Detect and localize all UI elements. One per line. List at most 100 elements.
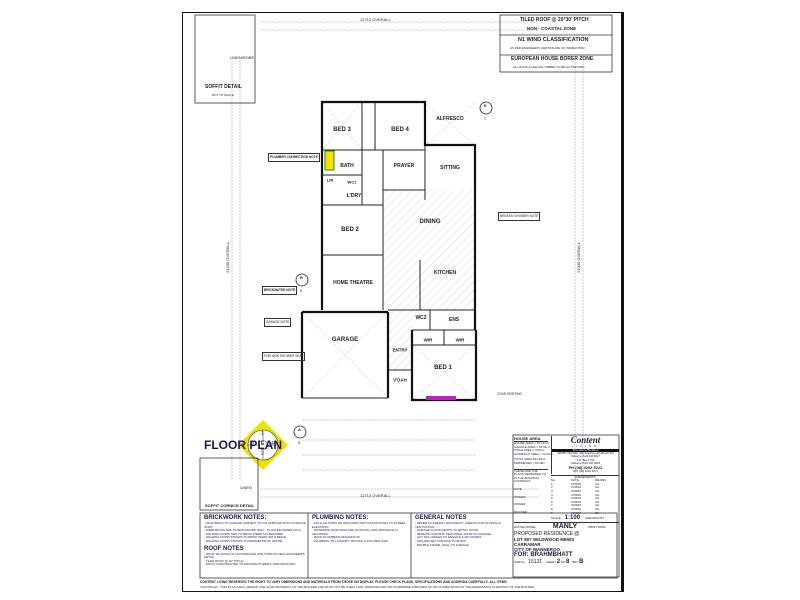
section-marker-e: E bbox=[484, 103, 487, 108]
plumbing-note-line: - ROOF PLUMBER'S DISCRETION bbox=[312, 535, 360, 540]
amendment-cell: 270810 bbox=[571, 492, 582, 497]
room-verandah: V'DAH bbox=[393, 377, 407, 383]
garage-note: GARAGE NOTE bbox=[264, 318, 292, 327]
amendment-cell: 5 bbox=[551, 496, 553, 501]
room-home-theatre: HOME THEATRE bbox=[333, 280, 373, 286]
linen-robe-label: LINEN/ROBE bbox=[230, 55, 255, 60]
sheet-number: 2 bbox=[556, 559, 561, 566]
room-entry: ENTRY bbox=[392, 347, 408, 353]
shower-seal-note: FOR NEW SHOWER SEAL bbox=[262, 352, 306, 361]
fax: FAX (08) 9202 5272 bbox=[572, 469, 599, 474]
house-area-line: V'DAH AREA = 3.05m² bbox=[514, 448, 545, 453]
amendment-cell: 270810 bbox=[571, 489, 582, 494]
general-note-line: - DOUBLE FRAME, WALL TO GARAGE bbox=[415, 542, 469, 547]
address-line: Osborne Park WA 6017 bbox=[570, 454, 601, 459]
plumber-connection-note: PLUMBER CONNECTION NOTE bbox=[268, 153, 320, 162]
roof-note-line: - ROOF CONSTRUCTED TO MANUFACTURER'S SPE… bbox=[204, 562, 296, 567]
amendment-cell: 270810 bbox=[571, 499, 582, 504]
general-note-line: - SQUARE SET CORNICE TO ENTRY bbox=[415, 538, 467, 543]
amendment-cell: CH bbox=[595, 489, 600, 494]
suburb: CARRAMAR bbox=[514, 542, 541, 548]
amendment-cell: 270810 bbox=[571, 510, 582, 515]
footer-disclaimer: CONTENT LIVING RESERVES THE RIGHT TO VAR… bbox=[200, 580, 507, 584]
room-dining: DINING bbox=[419, 219, 441, 225]
section-marker-b: B bbox=[300, 275, 303, 280]
section-marker-7: 7 bbox=[484, 116, 487, 121]
perimeter: PERIMETER = 55.38m bbox=[514, 460, 545, 465]
amendment-cell: 4 bbox=[551, 492, 553, 497]
brickwork-roof-column: BRICKWORK NOTES: - FACE BRICK TO GARAGE … bbox=[204, 515, 306, 567]
soffit-detail-title: SOFFIT DETAIL bbox=[205, 84, 242, 90]
room-laundry: L'DRY bbox=[346, 193, 362, 199]
section-marker-6: 6 bbox=[300, 288, 303, 293]
general-note-line: - GARAGE FLOOR DROPS TO ENTRY DOOR bbox=[415, 528, 478, 533]
plumbing-note-line: - DOWNPIPE POSITIONS ARE NOTIONAL AND IN… bbox=[312, 528, 399, 536]
amendment-cell: 270810 bbox=[571, 507, 582, 512]
amendment-cell: 3 bbox=[551, 489, 553, 494]
room-ensuite: ENS bbox=[448, 317, 460, 323]
job-sheet-row: JOB No. 15131 SHEET 2 OF 8 REV B bbox=[514, 559, 619, 566]
bottom-overall-dimension: 12710 OVERALL bbox=[360, 493, 391, 498]
room-wc2: WC2 bbox=[415, 315, 427, 321]
sheet-of: OF bbox=[560, 560, 566, 565]
amendment-cell: 270810 bbox=[571, 503, 582, 508]
brickwork-note-line: - HOLDING DOWN TIES TO BRICK PIERS AS RE… bbox=[204, 531, 284, 536]
contract-text: THESE ARE THE PLANS REFERRED TO IN THE B… bbox=[514, 468, 548, 484]
floor-plan-title: FLOOR PLAN bbox=[204, 438, 282, 452]
amendments-header: No. DATE DRAWN bbox=[551, 479, 619, 483]
general-note-line: - LIFT OFF HINGES TO ENSUITE & WC DOORS bbox=[415, 535, 482, 540]
brand-tagline: The Home Builders bbox=[552, 448, 619, 453]
amendment-cell: CH bbox=[595, 496, 600, 501]
broken-shower-note: BROKEN SHOWER NOTE bbox=[498, 212, 541, 221]
amendment-row: 5 270810 CH bbox=[551, 497, 619, 501]
builder-logo: Content LIVING The Home Builders ADMIN O… bbox=[551, 436, 619, 474]
rev-label: REV bbox=[572, 560, 579, 565]
title-block-left: HOUSE AREA HOUSE AREA = 151.91m² GARAGE … bbox=[514, 436, 553, 522]
house-area-line: GARAGE AREA = 36.51m² bbox=[514, 444, 550, 449]
room-bath: BATH bbox=[340, 163, 354, 169]
amendment-cell: CH bbox=[595, 485, 600, 490]
title-block-top: HOUSE AREA HOUSE AREA = 151.91m² GARAGE … bbox=[514, 436, 619, 522]
title-block: HOUSE AREA HOUSE AREA = 151.91m² GARAGE … bbox=[514, 436, 619, 566]
scale-row: SCALE 1:100 CHECKED BY bbox=[551, 515, 619, 522]
room-bed1: BED 1 bbox=[434, 365, 452, 371]
brickwater-note: BRICKWATER NOTE bbox=[262, 286, 298, 295]
brickwork-notes: BRICKWORK NOTES: - FACE BRICK TO GARAGE … bbox=[204, 515, 306, 544]
city: CITY OF WANNEROO bbox=[514, 547, 560, 553]
amendment-cell: 1 bbox=[551, 481, 553, 486]
amendment-cell: CH bbox=[595, 492, 600, 497]
plumbing-note-line: - 100 FLUE PIPES OR DIFFUSER VENTILATION… bbox=[312, 521, 406, 529]
bath-fixture bbox=[324, 150, 335, 171]
amendment-cell: CH bbox=[595, 507, 600, 512]
job-number: 15131 bbox=[528, 559, 543, 566]
room-sitting: SITTING bbox=[440, 165, 460, 171]
compass-4: 4 bbox=[271, 441, 274, 447]
brickwork-note-line: - HOLDING DOWN STRAPS TO BRICK PIERS WIT… bbox=[204, 535, 286, 540]
roof-pitch-note: TILED ROOF @ 20°30' PITCH bbox=[520, 17, 589, 23]
address-line: ADMIN OFFICE: 368 Scarborough Beach Rd bbox=[557, 451, 614, 456]
compass-3: 3 bbox=[251, 441, 254, 447]
wind-classification: N1 WIND CLASSIFICATION bbox=[518, 37, 589, 43]
lot-address: LOT 807 WILDWOOD MEWS bbox=[514, 537, 575, 543]
roof-note-line: - ROOF TIE DOWN IN ACCORDANCE WITH STRUC… bbox=[204, 551, 305, 560]
amendment-cell: 2 bbox=[551, 485, 553, 490]
left-overall-dimension: 21030 OVERALL bbox=[224, 242, 230, 273]
amendments-title: AMENDMENTS bbox=[574, 474, 596, 479]
amendment-cell: 270810 bbox=[571, 481, 582, 486]
sheet-total: 8 bbox=[565, 559, 570, 566]
address-line: Osborne Park WA 6916 bbox=[570, 461, 601, 466]
amendment-cell: CH bbox=[595, 503, 600, 508]
brickwork-note-line: - DIMENSIONS ARE TO BRICKWORK ONLY - PLA… bbox=[204, 528, 302, 533]
window-highlight bbox=[426, 396, 456, 400]
proposed-residence: PROPOSED RESIDENCE @ bbox=[514, 531, 580, 538]
builder-label: BUILDER bbox=[514, 509, 528, 514]
amendment-row: 3 270810 CH bbox=[551, 489, 619, 494]
plumbing-note-line: - PLUMBING TO LAUNDRY TROUGH & KITCHEN S… bbox=[312, 538, 388, 543]
right-overall-dimension: 21030 OVERALL bbox=[575, 242, 581, 273]
room-bed3: BED 3 bbox=[333, 127, 351, 133]
